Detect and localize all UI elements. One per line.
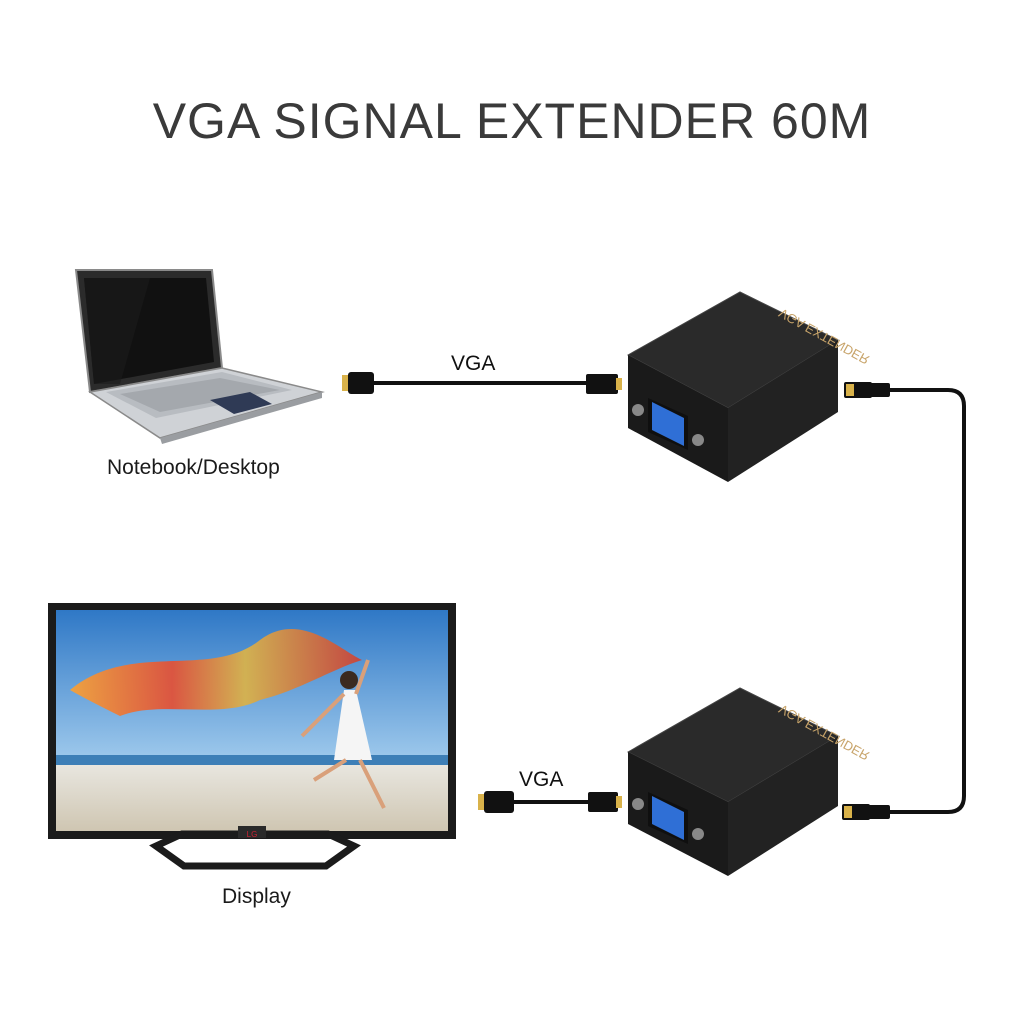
top-vga-extender [628,292,872,482]
bottom-vga-cable [478,791,622,813]
long-cat-cable [864,383,964,819]
display-device-label: Display [222,885,291,909]
top-cable-label: VGA [451,352,495,376]
display-icon [48,603,456,866]
display-brand-logo: LG [247,830,258,839]
laptop-icon [76,270,322,444]
source-device-label: Notebook/Desktop [107,456,280,480]
bottom-cable-label: VGA [519,768,563,792]
bottom-vga-extender [628,688,870,876]
